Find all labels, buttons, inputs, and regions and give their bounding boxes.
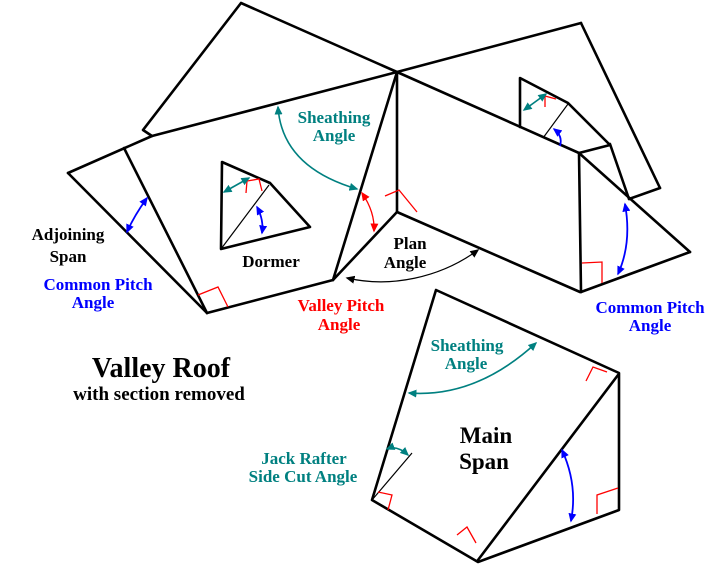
- red-angle-marks: [197, 95, 619, 544]
- label-valley-pitch-angle: Valley Pitch Angle: [298, 296, 385, 334]
- label-line: Valley Pitch: [298, 296, 385, 315]
- label-line: Main: [460, 423, 513, 448]
- page-title: Valley Roof: [92, 353, 231, 384]
- sheathing-angle-arc-top: [274, 105, 359, 191]
- label-line: Common Pitch: [595, 298, 705, 317]
- label-sheathing-angle-top: Sheathing Angle: [298, 108, 371, 145]
- label-plan-angle: Plan Angle: [384, 234, 427, 272]
- adjoining-ridge-line: [122, 146, 209, 315]
- right-angle-mark-valley-foot: [197, 286, 229, 308]
- label-line: Sheathing: [298, 108, 371, 127]
- right-angle-mark-cutout: [544, 95, 557, 107]
- roof-cutout-opening: [518, 76, 612, 155]
- label-line: Dormer: [242, 252, 300, 271]
- right-angle-mark-gable: [581, 261, 603, 283]
- diagram-labels: Sheathing Angle Adjoining Span Common Pi…: [32, 108, 705, 486]
- main-eave-line: [395, 70, 581, 155]
- pitch-arc-dormer: [256, 205, 268, 235]
- dormer-rafter-line: [220, 184, 270, 250]
- label-jack-rafter-side-cut: Jack Rafter Side Cut Angle: [249, 449, 358, 486]
- section-cut-base: [331, 210, 399, 282]
- label-line: Span: [459, 449, 509, 474]
- right-cut-edge: [608, 142, 631, 201]
- label-line: Span: [50, 247, 87, 266]
- right-angle-mark-span-topright: [585, 366, 608, 382]
- label-common-pitch-angle-left: Common Pitch Angle: [43, 275, 153, 312]
- label-line: Side Cut Angle: [249, 467, 358, 486]
- right-gable-edge: [579, 21, 662, 190]
- diagram-title-block: Valley Roof with section removed: [73, 353, 245, 405]
- label-line: Angle: [629, 316, 672, 335]
- gable-base-edge: [579, 250, 692, 294]
- main-span-valley-rafter: [476, 373, 620, 562]
- dormer-outline: [219, 160, 312, 251]
- main-ridge-line: [395, 21, 583, 74]
- blue-pitch-angle-arcs: [126, 128, 631, 523]
- sheathing-arrow-dormer: [222, 177, 251, 193]
- jack-rafter-side-cut-arc: [385, 442, 410, 457]
- label-line: Plan: [393, 234, 427, 253]
- label-dormer: Dormer: [242, 252, 300, 271]
- label-line: Adjoining: [32, 225, 105, 244]
- teal-sheathing-angle-arcs: [222, 93, 548, 457]
- pitch-arrow-cutout: [552, 128, 563, 147]
- label-line: Angle: [72, 293, 115, 312]
- common-pitch-arc-main-span: [561, 448, 577, 523]
- valley-line: [331, 70, 399, 282]
- label-common-pitch-angle-right: Common Pitch Angle: [595, 298, 705, 335]
- label-line: Angle: [313, 126, 356, 145]
- label-line: Angle: [318, 315, 361, 334]
- label-line: Sheathing: [431, 336, 504, 355]
- common-pitch-arc-right: [617, 202, 631, 276]
- plan-angle-arc: [345, 249, 480, 284]
- common-pitch-arc-left: [126, 196, 148, 234]
- label-main-span: Main Span: [459, 423, 512, 474]
- label-sheathing-angle-main: Sheathing Angle: [431, 336, 504, 373]
- thin-construction-lines: [220, 103, 569, 501]
- wall-bottom-edge: [395, 210, 582, 294]
- roof-outlines: [66, 1, 692, 564]
- right-angle-mark-wall-corner: [384, 189, 418, 213]
- main-span-section-outline: [370, 288, 621, 564]
- gable-hypotenuse: [577, 151, 692, 254]
- right-angle-mark-span-bottomright: [596, 487, 619, 514]
- adjoining-top-edge: [66, 134, 154, 175]
- sheathing-angle-arc-main-span: [407, 341, 538, 398]
- valley-pitch-angle-arc: [361, 191, 379, 233]
- right-angle-mark-span-left: [377, 491, 393, 511]
- right-angle-mark-span-bottom: [456, 526, 477, 544]
- wall-right-edge: [577, 151, 583, 294]
- adjoining-eave-line: [205, 278, 335, 315]
- sheathing-arrow-cutout: [522, 93, 548, 111]
- label-line: Common Pitch: [43, 275, 153, 294]
- right-angle-mark-dormer: [245, 178, 263, 194]
- right-eave-stub: [627, 186, 662, 201]
- cutout-rafter-line: [542, 103, 569, 139]
- label-line: Jack Rafter: [261, 449, 347, 468]
- page-subtitle: with section removed: [73, 384, 245, 405]
- label-line: Angle: [384, 253, 427, 272]
- adjoining-left-edge: [66, 171, 209, 315]
- label-line: Angle: [445, 354, 488, 373]
- label-adjoining-span: Adjoining Span: [32, 225, 105, 266]
